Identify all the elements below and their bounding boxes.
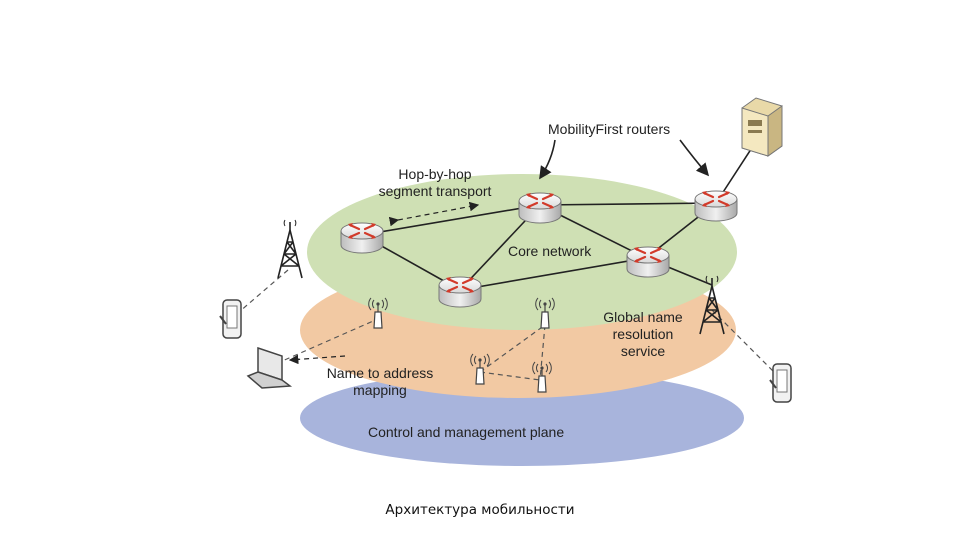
hop-by-hop-label: Hop-by-hop segment transport (360, 166, 510, 200)
mobilityfirst-routers-label: MobilityFirst routers (548, 121, 671, 137)
core-network-label: Core network (508, 243, 592, 259)
control-management-plane-layer (300, 370, 744, 466)
name-to-address-label: Name to address mapping (310, 365, 450, 399)
server-icon (741, 97, 783, 157)
gnrs-line1: Global name (603, 309, 683, 325)
hop-by-hop-arrow (388, 201, 480, 227)
handheld-device-icon (219, 299, 242, 339)
gnrs-label: Global name resolution service (588, 309, 698, 360)
cell-tower-icon (277, 219, 303, 279)
handheld-device-icon (769, 363, 792, 403)
hop-by-hop-line1: Hop-by-hop (398, 166, 472, 182)
control-plane-label: Control and management plane (368, 424, 565, 440)
router-icon (625, 245, 671, 279)
router-label-arrow-right (679, 139, 710, 177)
router-label-arrow-left (539, 139, 556, 180)
laptop-icon (246, 346, 293, 389)
router-icon (339, 221, 385, 255)
name-mapping-arrow (288, 354, 346, 365)
name-to-address-line1: Name to address (326, 365, 434, 381)
name-to-address-line2: mapping (353, 382, 407, 398)
gnrs-line3: service (620, 343, 666, 359)
hop-by-hop-line2: segment transport (378, 183, 492, 199)
diagram-caption: Архитектура мобильности (385, 502, 575, 518)
router-icon (693, 189, 739, 223)
gnrs-line2: resolution (612, 326, 674, 342)
router-icon (437, 275, 483, 309)
router-icon (517, 191, 563, 225)
